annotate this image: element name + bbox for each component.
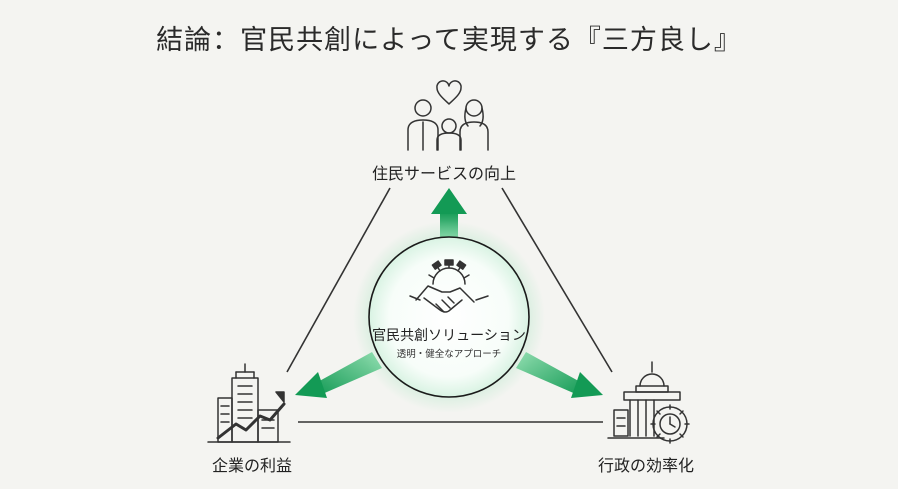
center-circle	[353, 221, 545, 413]
center-subtitle: 透明・健全なアプローチ	[396, 349, 502, 360]
page-title: 結論：官民共創によって実現する『三方良し』	[156, 25, 742, 56]
triangle-edges	[286, 187, 613, 423]
edge-top-right	[501, 187, 613, 373]
node-label-right: 行政の効率化	[598, 456, 695, 475]
city-growth-icon	[207, 363, 291, 443]
family-heart-icon	[407, 80, 489, 151]
node-label-left: 企業の利益	[212, 456, 293, 475]
edge-top-left	[286, 187, 391, 373]
node-label-top: 住民サービスの向上	[372, 164, 517, 183]
government-clock-icon	[607, 361, 690, 444]
handshake-gear-icon	[409, 259, 489, 313]
center-title: 官民共創ソリューション	[372, 328, 526, 344]
